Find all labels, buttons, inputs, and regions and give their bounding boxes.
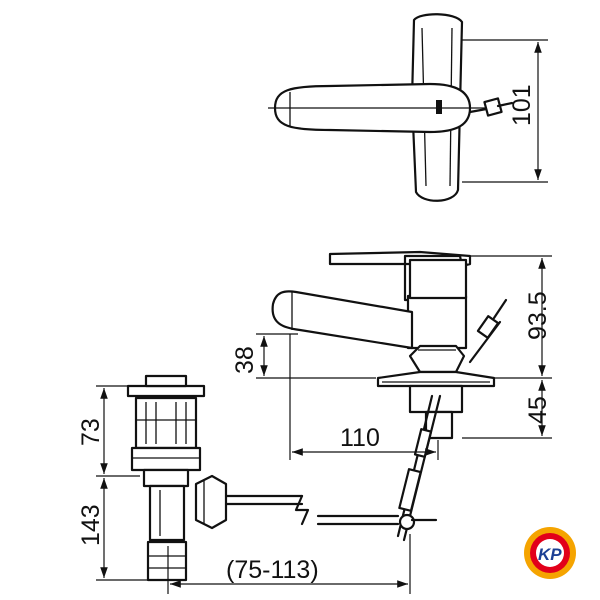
kp-logo: KP [524, 527, 576, 579]
svg-text:KP: KP [538, 545, 562, 564]
dim-143-label: 143 [77, 504, 105, 546]
dim-45-label: 45 [524, 396, 552, 424]
dim-38-label: 38 [231, 346, 259, 374]
dim-73-label: 73 [77, 418, 105, 446]
dim-75-113-label: (75-113) [226, 556, 319, 584]
dim-110-label: 110 [340, 424, 380, 452]
dim-101-label: 101 [508, 84, 536, 126]
drain-assembly [96, 374, 411, 594]
side-view [256, 250, 552, 542]
top-view [268, 13, 548, 202]
dim-93-5-label: 93.5 [524, 291, 552, 340]
